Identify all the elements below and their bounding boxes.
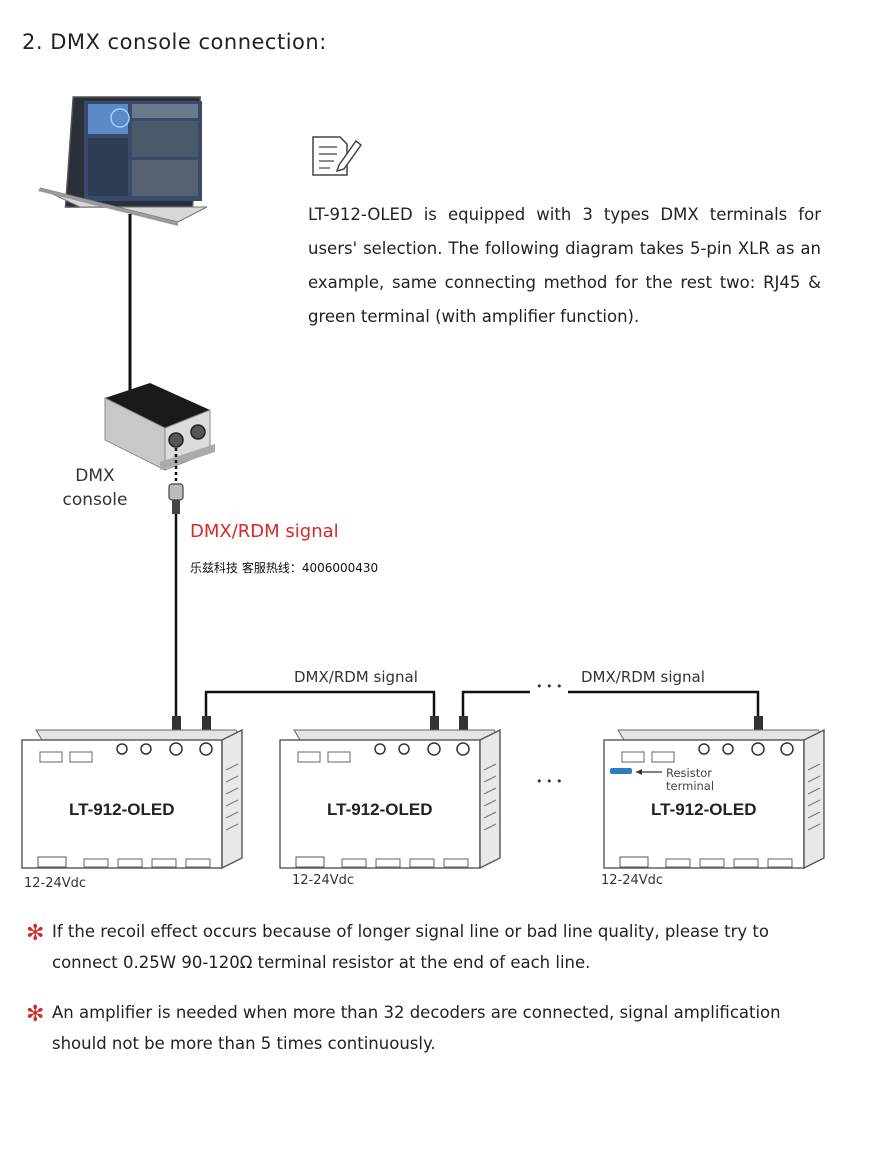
resistor-label-line2: terminal [666,779,715,793]
note-2-text: An amplifier is needed when more than 32… [52,1003,781,1053]
link-cable-2a [461,690,530,720]
main-signal-label: DMX/RDM signal [190,521,339,542]
laptop-icon [38,96,208,226]
device-1-voltage: 12-24Vdc [24,876,87,891]
resistor-terminal-icon [610,768,632,774]
device-3-icon [603,728,825,870]
device-1-model: LT-912-OLED [69,800,175,819]
note-1: ✻ If the recoil effect occurs because of… [26,916,826,978]
note-pencil-icon [312,136,363,176]
link-signal-label-2: DMX/RDM signal [581,668,705,686]
note-2: ✻ An amplifier is needed when more than … [26,997,826,1059]
device-2-model: LT-912-OLED [327,800,433,819]
description-text: LT-912-OLED is equipped with 3 types DMX… [308,205,821,326]
ellipsis-top: • • • [536,680,563,693]
hotline-text: 乐兹科技 客服热线：4006000430 [190,561,379,575]
note-star-icon: ✻ [26,921,45,946]
ellipsis-middle: • • • [536,775,563,788]
dmx-console-icon [104,383,215,471]
device-2-icon [279,728,501,870]
device-3-model: LT-912-OLED [651,800,757,819]
link-signal-label-1: DMX/RDM signal [294,668,418,686]
xlr-plug-icon [168,483,184,501]
resistor-terminal-label: Resistor terminal [666,767,714,793]
resistor-label-line1: Resistor [666,766,712,780]
note-star-icon: ✻ [26,1002,45,1027]
dmx-console-label: DMX console [60,464,130,512]
section-heading: 2. DMX console connection: [22,30,327,54]
link-cable-1 [204,690,436,720]
device-plugs [172,716,763,730]
device-3-voltage: 12-24Vdc [601,873,664,888]
console-label-line2: console [62,490,128,510]
device-2-voltage: 12-24Vdc [292,873,355,888]
device-1-icon [21,728,243,870]
note-1-text: If the recoil effect occurs because of l… [52,922,769,972]
console-label-line1: DMX [75,466,115,486]
link-cable-2b [568,690,760,720]
